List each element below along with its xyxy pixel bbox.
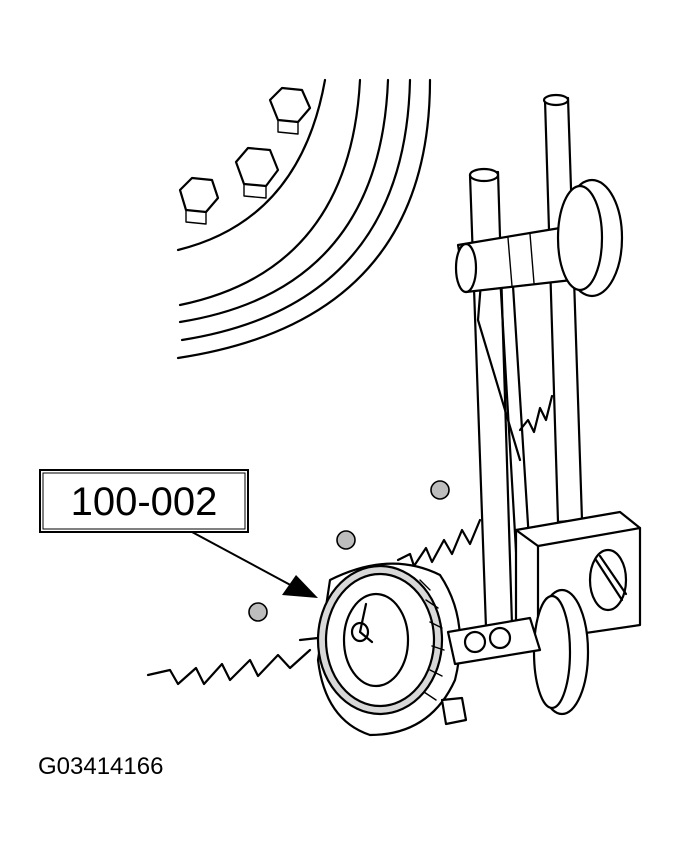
dial-indicator <box>298 562 542 737</box>
callout-text: 100-002 <box>71 480 218 524</box>
stand-rear-post <box>542 93 584 524</box>
figure-code: G03414166 <box>38 753 163 780</box>
flywheel-bolts <box>178 86 312 225</box>
leader-arrow <box>191 531 318 598</box>
clamp-knob <box>556 178 624 298</box>
flywheel-arcs <box>176 78 432 360</box>
bolt <box>234 146 280 199</box>
clamp-block <box>454 226 574 294</box>
bolt <box>268 86 312 135</box>
ring-gear-teeth <box>146 394 554 686</box>
bolt <box>178 176 220 225</box>
callout-label: 100-002 <box>39 469 249 533</box>
base-knob <box>532 588 590 716</box>
